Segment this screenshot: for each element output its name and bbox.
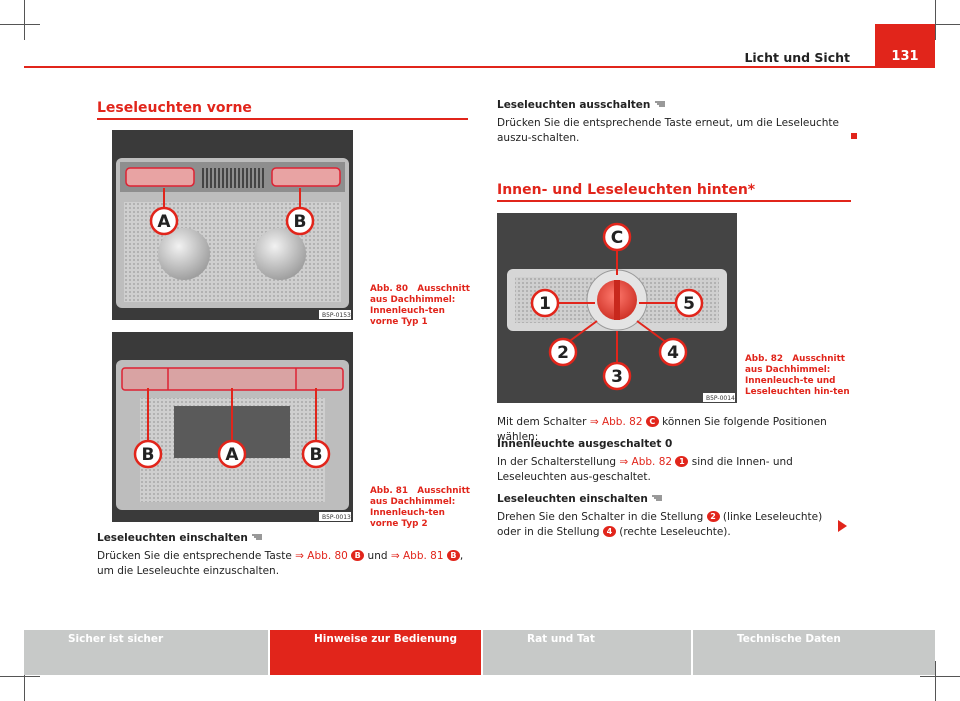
light-wave-icon <box>252 534 263 540</box>
fig82-marker-1: 1 <box>539 294 551 314</box>
crop-mark <box>935 0 936 40</box>
figure-82-caption: Abb. 82 Ausschnitt aus Dachhimmel: Innen… <box>745 354 855 398</box>
fig80-marker-a: A <box>157 212 171 232</box>
running-header-title: Licht und Sicht <box>744 50 850 65</box>
switch-off-paragraph: Drücken Sie die entsprechende Taste erne… <box>497 117 840 144</box>
fig80-marker-b: B <box>294 212 307 232</box>
caption-text: Ausschnitt aus Dachhimmel: Innenleuch-te… <box>370 486 470 529</box>
crop-mark <box>935 661 936 701</box>
footer-tab-technical[interactable]: Technische Daten <box>693 630 935 675</box>
footer-tab-safety[interactable]: Sicher ist sicher <box>24 630 268 675</box>
marker-badge: B <box>446 550 460 561</box>
text-run: können Sie folgende Positionen wählen: <box>497 416 827 443</box>
crop-mark <box>24 661 25 701</box>
marker-badge: C <box>645 416 659 427</box>
off-paragraph: In der Schalterstellung ⇒ Abb. 82 1 sind… <box>497 455 847 485</box>
caption-text: Ausschnitt aus Dachhimmel: Innenleuch-te… <box>370 284 470 327</box>
marker-badge: B <box>351 550 365 561</box>
text-run: (rechte Leseleuchte). <box>615 526 731 538</box>
footer-tab-advice[interactable]: Rat und Tat <box>483 630 691 675</box>
text-run: In der Schalterstellung <box>497 456 620 468</box>
figure-80-image: A B B5P-0153 <box>112 130 353 320</box>
caption-label: Abb. 82 <box>745 354 784 364</box>
heading-text: Innenleuchte ausgeschaltet 0 <box>497 438 673 450</box>
text-run: Drehen Sie den Schalter in die Stellung <box>497 511 707 523</box>
figure-ref-link[interactable]: ⇒ Abb. 82 <box>619 456 673 468</box>
crop-mark <box>920 676 960 677</box>
switch-on-paragraph: Drücken Sie die entsprechende Taste ⇒ Ab… <box>97 549 468 579</box>
intro-paragraph: Mit dem Schalter ⇒ Abb. 82 C können Sie … <box>497 415 857 445</box>
switch-off-heading: Leseleuchten ausschalten <box>497 98 857 113</box>
footer-nav: Sicher ist sicher Hinweise zur Bedienung… <box>24 630 935 675</box>
header-rule <box>24 66 935 68</box>
fig82-marker-2: 2 <box>557 343 569 363</box>
caption-label: Abb. 81 <box>370 486 409 496</box>
switch-on-heading: Leseleuchten einschalten <box>97 531 468 546</box>
section-rule <box>497 200 851 202</box>
marker-badge: 2 <box>706 511 720 522</box>
caption-text: Ausschnitt aus Dachhimmel: Innenleuch-te… <box>745 354 850 397</box>
crop-mark <box>920 24 960 25</box>
figure-81-image: B A B B5P-0013 <box>112 332 353 522</box>
marker-badge: 4 <box>602 526 616 537</box>
caption-label: Abb. 80 <box>370 284 409 294</box>
reading-heading: Leseleuchten einschalten <box>497 492 857 507</box>
fig82-marker-5: 5 <box>683 294 695 314</box>
fig81-marker-b-left: B <box>142 445 155 465</box>
figure-ref-link[interactable]: ⇒ Abb. 81 <box>390 550 444 562</box>
page-number-tab: 131 <box>875 24 935 68</box>
fig81-code: B5P-0013 <box>322 514 351 521</box>
figure-81-caption: Abb. 81 Ausschnitt aus Dachhimmel: Innen… <box>370 486 470 530</box>
light-wave-icon <box>654 101 665 107</box>
crop-mark <box>24 0 25 40</box>
text-run: , um die Leseleuchte einzuschalten. <box>97 550 464 577</box>
reading-paragraph: Drehen Sie den Schalter in die Stellung … <box>497 510 842 540</box>
text-run: (linke Leseleuchte) oder in die Stellung <box>497 511 823 538</box>
section-title-rear: Innen- und Leseleuchten hinten* <box>497 182 756 198</box>
page-number: 131 <box>891 49 919 64</box>
figure-82-image: C 1 5 2 4 3 B5P-0014 <box>497 213 737 403</box>
fig82-marker-3: 3 <box>611 367 623 387</box>
footer-tab-operation[interactable]: Hinweise zur Bedienung <box>270 630 481 675</box>
text-run: und <box>364 550 391 562</box>
fig82-marker-c: C <box>611 228 623 248</box>
continue-arrow-icon <box>838 520 847 532</box>
text-run: Mit dem Schalter <box>497 416 590 428</box>
crop-mark <box>0 24 40 25</box>
crop-mark <box>0 676 40 677</box>
figure-ref-link[interactable]: ⇒ Abb. 82 <box>589 416 643 428</box>
fig81-marker-a: A <box>225 445 239 465</box>
text-run: sind die Innen- und Leseleuchten aus-ges… <box>497 456 793 483</box>
text-run: Drücken Sie die entsprechende Taste <box>97 550 296 562</box>
off-heading: Innenleuchte ausgeschaltet 0 <box>497 437 857 452</box>
fig80-code: B5P-0153 <box>322 312 351 319</box>
section-rule <box>97 118 468 120</box>
figure-ref-link[interactable]: ⇒ Abb. 80 <box>295 550 348 562</box>
heading-text: Leseleuchten einschalten <box>497 493 648 505</box>
section-end-marker <box>851 133 857 139</box>
heading-text: Leseleuchten ausschalten <box>497 99 651 111</box>
figure-80-caption: Abb. 80 Ausschnitt aus Dachhimmel: Innen… <box>370 284 470 328</box>
fig82-marker-4: 4 <box>667 343 679 363</box>
marker-badge: 1 <box>675 456 689 467</box>
light-wave-icon <box>652 495 663 501</box>
fig82-code: B5P-0014 <box>706 395 735 402</box>
heading-text: Leseleuchten einschalten <box>97 532 248 544</box>
section-title-front: Leseleuchten vorne <box>97 100 252 116</box>
fig81-marker-b-right: B <box>310 445 323 465</box>
